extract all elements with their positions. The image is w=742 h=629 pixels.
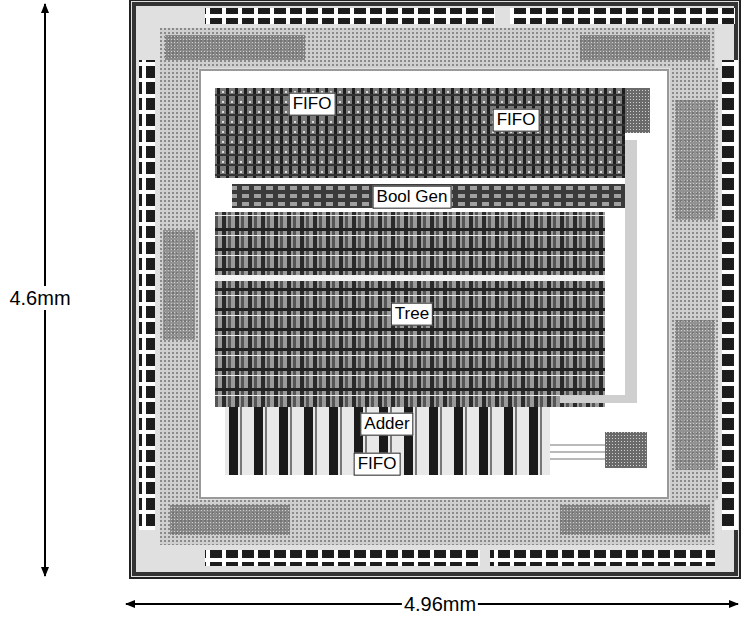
block-name: Bool Gen <box>373 186 452 209</box>
block-name: FIFO <box>354 453 401 476</box>
dimension-label: 4.96mm <box>402 592 478 616</box>
block-name: FIFO <box>289 93 336 116</box>
dimension-label: 4.6mm <box>7 286 72 310</box>
block-name: FIFO <box>493 109 540 132</box>
block-name: Tree <box>391 303 433 326</box>
block-name: Adder <box>360 413 413 436</box>
